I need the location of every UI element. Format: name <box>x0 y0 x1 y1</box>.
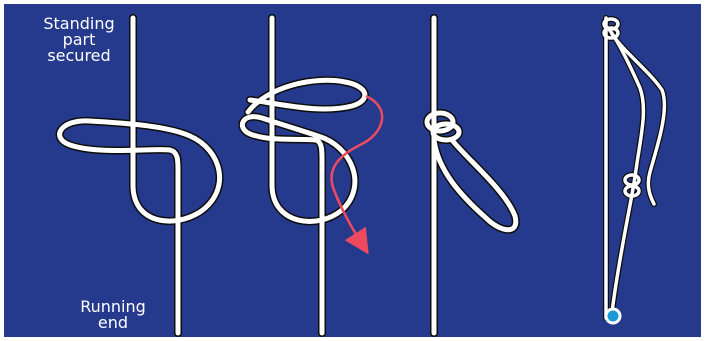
label-standing-line-3: secured <box>29 48 129 64</box>
anchor-ring <box>606 309 620 323</box>
step-1-loop <box>60 18 220 333</box>
label-running-end: Running end <box>63 299 163 331</box>
label-running-line-2: end <box>63 315 163 331</box>
step-3-tightened-knot <box>427 18 516 333</box>
step-2-loop-threaded <box>242 18 365 333</box>
label-standing-part: Standing part secured <box>29 16 129 64</box>
step-4-finished-hitch <box>604 18 664 323</box>
